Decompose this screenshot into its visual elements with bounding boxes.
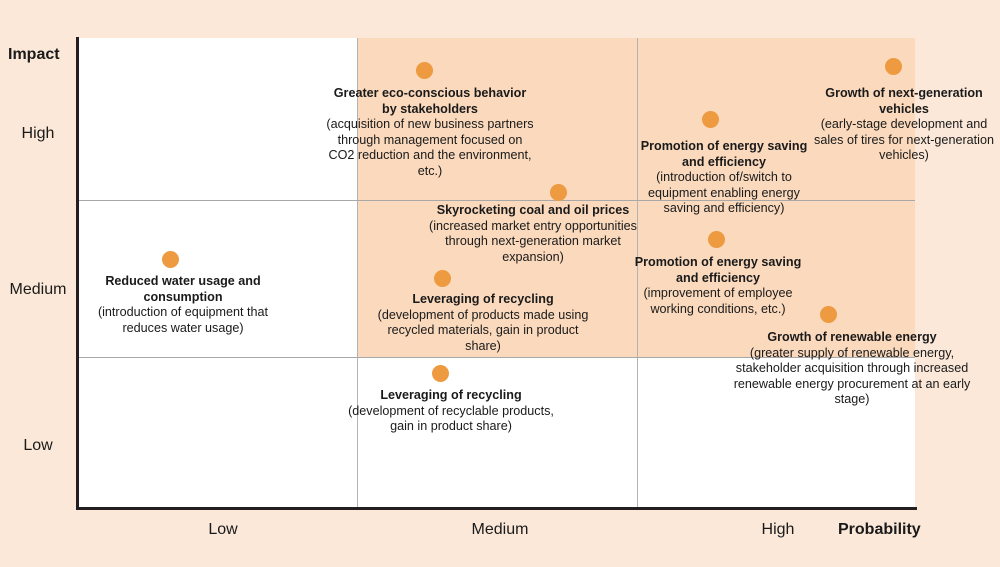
y-axis-title: Impact: [8, 46, 60, 63]
data-marker-growth-renewable-energy[interactable]: [820, 306, 837, 323]
y-axis-line: [76, 37, 79, 510]
item-label-leveraging-recycling-products: Leveraging of recycling (development of …: [340, 388, 562, 435]
item-detail: (greater supply of renewable energy, sta…: [733, 345, 971, 407]
x-tick-low: Low: [208, 521, 238, 538]
data-marker-growth-next-generation-vehicles[interactable]: [885, 58, 902, 75]
item-label-reduced-water-usage: Reduced water usage and consumption (int…: [88, 274, 278, 336]
item-detail: (increased market entry opportunities th…: [429, 218, 637, 264]
x-tick-medium: Medium: [471, 521, 529, 538]
item-title: Promotion of energy saving and efficienc…: [640, 139, 808, 169]
item-label-growth-renewable-energy: Growth of renewable energy (greater supp…: [728, 330, 976, 408]
x-axis-line: [76, 507, 917, 510]
gridline-vertical-low-medium: [357, 38, 358, 508]
data-marker-reduced-water-usage[interactable]: [162, 251, 179, 268]
item-title: Growth of renewable energy: [767, 330, 937, 344]
item-title: Leveraging of recycling: [412, 292, 554, 306]
data-marker-promotion-energy-saving-equipment[interactable]: [702, 111, 719, 128]
item-detail: (early-stage development and sales of ti…: [814, 117, 994, 162]
item-detail: (introduction of equipment that reduces …: [97, 305, 269, 335]
data-marker-greater-eco-conscious-behavior[interactable]: [416, 62, 433, 79]
gridline-vertical-medium-high: [637, 38, 638, 508]
item-label-greater-eco-conscious-behavior: Greater eco-conscious behavior by stakeh…: [325, 86, 535, 179]
item-label-leveraging-recycling-materials: Leveraging of recycling (development of …: [368, 292, 598, 354]
data-marker-promotion-energy-saving-employee[interactable]: [708, 231, 725, 248]
data-marker-leveraging-recycling-materials[interactable]: [434, 270, 451, 287]
item-detail: (development of recyclable products, gai…: [348, 403, 554, 434]
x-axis-title: Probability: [838, 521, 921, 538]
data-marker-leveraging-recycling-products[interactable]: [432, 365, 449, 382]
item-label-growth-next-generation-vehicles: Growth of next-generation vehicles (earl…: [806, 86, 1000, 164]
item-detail: (improvement of employee working conditi…: [643, 286, 793, 316]
item-label-promotion-energy-saving-employee: Promotion of energy saving and efficienc…: [628, 255, 808, 317]
x-tick-high: High: [761, 521, 795, 538]
item-label-promotion-energy-saving-equipment: Promotion of energy saving and efficienc…: [634, 139, 814, 217]
item-title: Reduced water usage and consumption: [105, 274, 261, 304]
highlight-region-high-impact: [357, 38, 915, 200]
item-detail: (acquisition of new business partners th…: [326, 117, 534, 178]
item-detail: (introduction of/switch to equipment ena…: [648, 170, 800, 215]
item-label-skyrocketing-coal-oil-prices: Skyrocketing coal and oil prices (increa…: [422, 203, 644, 265]
data-marker-skyrocketing-coal-oil-prices[interactable]: [550, 184, 567, 201]
y-tick-medium: Medium: [9, 281, 67, 298]
item-title: Greater eco-conscious behavior by stakeh…: [333, 86, 527, 116]
gridline-horizontal-high-medium: [78, 200, 915, 201]
gridline-horizontal-medium-low: [78, 357, 915, 358]
item-title: Growth of next-generation vehicles: [825, 86, 983, 116]
y-tick-low: Low: [23, 437, 53, 454]
plot-area: [78, 38, 915, 508]
item-detail: (development of products made using recy…: [377, 307, 589, 353]
item-title: Promotion of energy saving and efficienc…: [634, 255, 802, 285]
item-title: Skyrocketing coal and oil prices: [436, 203, 630, 217]
item-title: Leveraging of recycling: [380, 388, 522, 402]
y-tick-high: High: [21, 125, 55, 142]
